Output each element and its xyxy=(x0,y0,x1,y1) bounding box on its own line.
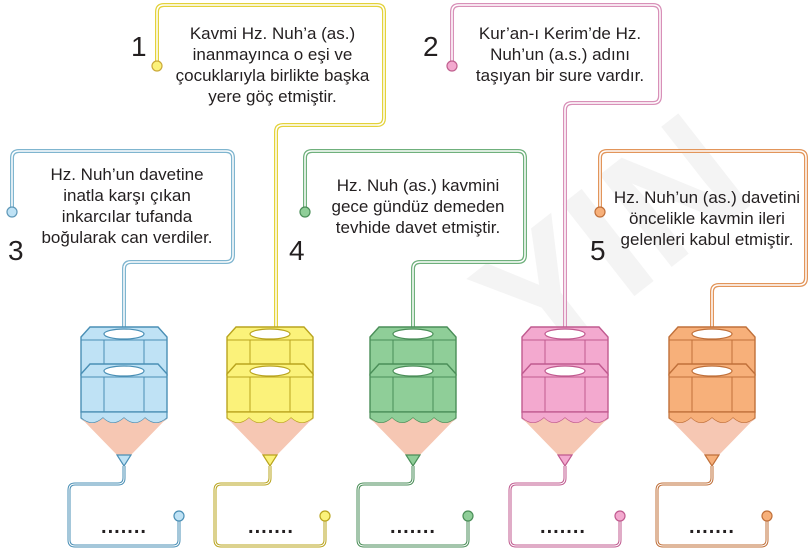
item-number-3: 3 xyxy=(8,235,24,266)
pencil-5 xyxy=(668,326,756,468)
statement-4: Hz. Nuh (as.) kavmini gece gündüz demede… xyxy=(331,175,505,237)
answer-connector-3 xyxy=(356,466,474,548)
statement-5: Hz. Nuh’un (as.) davetini öncelikle kavm… xyxy=(613,187,801,249)
statement-2: Kur’an-ı Kerim’de Hz. Nuh’un (a.s.) adın… xyxy=(475,23,645,85)
item-number-4: 4 xyxy=(289,235,305,266)
pencil-1 xyxy=(80,326,168,468)
pencil-4 xyxy=(521,326,609,468)
answer-connector-4 xyxy=(508,466,626,548)
answer-blank-2[interactable]: ....... xyxy=(248,516,294,538)
answer-blank-3[interactable]: ....... xyxy=(390,516,436,538)
answer-connector-5 xyxy=(655,466,773,548)
answer-connector-1 xyxy=(67,466,185,548)
item-number-1: 1 xyxy=(131,31,147,62)
statement-1: Kavmi Hz. Nuh’a (as.) inanmayınca o eşi … xyxy=(175,24,370,106)
pencil-2 xyxy=(226,326,314,468)
answer-blank-1[interactable]: ....... xyxy=(101,516,147,538)
answer-blank-4[interactable]: ....... xyxy=(540,516,586,538)
answer-blank-5[interactable]: ....... xyxy=(689,516,735,538)
answer-connector-2 xyxy=(213,466,331,548)
item-number-5: 5 xyxy=(590,235,606,266)
item-number-2: 2 xyxy=(423,31,439,62)
pencil-3 xyxy=(369,326,457,468)
statement-3: Hz. Nuh’un davetine inatla karşı çıkan i… xyxy=(41,165,213,247)
